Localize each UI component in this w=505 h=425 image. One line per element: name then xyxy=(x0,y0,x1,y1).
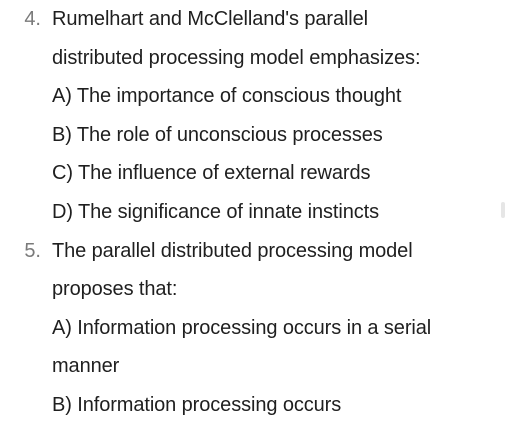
question-text-line: distributed processing model emphasizes: xyxy=(52,46,421,69)
option-b: B) The role of unconscious processes xyxy=(52,123,383,146)
option-a: A) The importance of conscious thought xyxy=(52,85,402,108)
option-d: D) The significance of innate instincts xyxy=(52,200,380,223)
question-text-line: The parallel distributed processing mode… xyxy=(52,239,413,262)
option-b: B) Information processing occurs xyxy=(52,393,342,416)
option-a: A) Information processing occurs in a se… xyxy=(52,316,432,339)
scrollbar-thumb[interactable] xyxy=(501,202,505,218)
question-text-line: Rumelhart and McClelland's parallel xyxy=(52,8,369,30)
question-4: 4. Rumelhart and McClelland's parallel d… xyxy=(24,8,421,223)
option-c: C) The influence of external rewards xyxy=(52,162,371,185)
question-number: 4. xyxy=(24,8,41,30)
question-number: 5. xyxy=(24,239,41,262)
option-a-continued: manner xyxy=(52,355,120,378)
question-5: 5. The parallel distributed processing m… xyxy=(0,232,505,425)
question-text-line: proposes that: xyxy=(52,278,178,301)
